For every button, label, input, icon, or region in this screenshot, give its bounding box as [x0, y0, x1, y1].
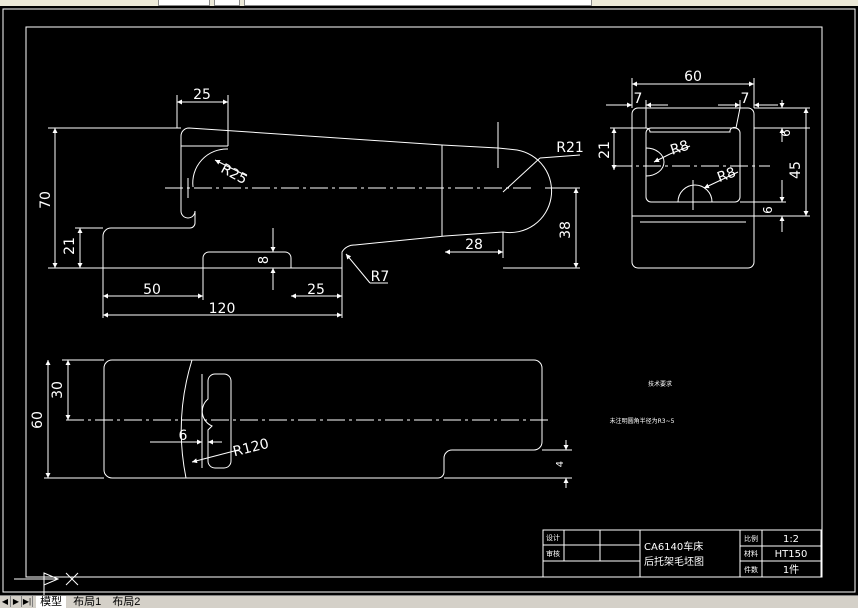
label-material: 材料	[744, 549, 758, 558]
dim-top-width: 60	[30, 411, 46, 429]
tab-model[interactable]: 模型	[36, 596, 67, 608]
label-scale: 比例	[744, 534, 758, 543]
dim-radius-slot: R25	[218, 161, 250, 188]
dim-right-step: 28	[465, 237, 483, 253]
dim-right-height: 38	[558, 221, 574, 239]
part-name-line-2: 后托架毛坯图	[644, 555, 704, 568]
technical-notes: 技术要求 未注明圆角半径为R3~5	[610, 380, 675, 425]
dim-side-width: 60	[684, 69, 702, 85]
dim-radius-end: R21	[556, 140, 584, 156]
ucs-icon	[14, 572, 79, 595]
notes-line-1: 未注明圆角半径为R3~5	[610, 417, 675, 425]
dim-height: 70	[38, 191, 54, 209]
drawing-canvas[interactable]: 25 70 21 R25 R21 38 28 8 R7	[0, 6, 858, 595]
dim-top-width: 25	[193, 87, 211, 103]
property-field[interactable]	[244, 0, 592, 6]
tab-layout-1[interactable]: 布局1	[73, 596, 102, 608]
notes-heading: 技术要求	[648, 380, 672, 388]
tab-nav-next-button[interactable]: ▶	[11, 596, 22, 607]
tab-nav-last-button[interactable]: ▶|	[22, 596, 33, 607]
layer-dropdown[interactable]	[158, 0, 210, 6]
dim-notch-depth: 8	[257, 256, 272, 264]
title-row-label-review: 审核	[546, 549, 560, 558]
toolbar-button[interactable]	[214, 0, 240, 6]
side-view	[614, 107, 770, 269]
front-view-dimensions: 25 70 21 R25 R21 38 28 8 R7	[38, 87, 584, 318]
top-view	[66, 359, 552, 479]
dim-radius-notch: R7	[371, 269, 390, 285]
dim-side-height: 45	[788, 161, 804, 179]
dim-top-small-step: 4	[555, 461, 566, 467]
top-view-dimensions: 30 60 6 R120 4	[30, 359, 572, 488]
dim-total-length: 120	[209, 301, 236, 317]
dim-top-radius: R120	[231, 436, 270, 460]
side-view-dimensions: 60 7 7 6 45 6 21 R8 R8	[597, 69, 810, 232]
value-quantity: 1件	[783, 564, 799, 576]
dim-top-slot-width: 6	[179, 428, 188, 444]
dim-left-length: 50	[143, 282, 161, 298]
dim-side-left-margin: 7	[634, 91, 643, 107]
tab-nav-first-button[interactable]: ◀	[0, 596, 11, 607]
dim-side-left-height: 21	[597, 141, 613, 159]
dim-side-bottom-wall: 6	[761, 206, 775, 214]
label-quantity: 件数	[744, 565, 758, 574]
dim-top-half-width: 30	[50, 381, 66, 399]
dim-side-radius-top: R8	[668, 138, 691, 159]
dim-side-top-wall: 6	[779, 129, 793, 137]
title-block: 设计 审核 CA6140车床 后托架毛坯图 比例 材料 件数 1:2 HT150…	[542, 529, 822, 578]
dim-side-radius-bottom: R8	[715, 165, 738, 186]
front-view	[102, 122, 553, 269]
value-material: HT150	[775, 549, 808, 560]
layout-tab-bar: ◀▶▶| 模型 布局1 布局2	[0, 595, 858, 608]
title-row-label-design: 设计	[546, 533, 560, 542]
sheet-border	[2, 8, 856, 593]
dim-notch-length: 25	[307, 282, 325, 298]
dim-side-right-margin: 7	[741, 91, 750, 107]
part-name-line-1: CA6140车床	[644, 540, 703, 553]
toolbar-strip	[0, 0, 858, 6]
dim-left-step: 21	[62, 237, 78, 255]
tab-layout-2[interactable]: 布局2	[112, 596, 141, 608]
value-scale: 1:2	[783, 534, 799, 545]
